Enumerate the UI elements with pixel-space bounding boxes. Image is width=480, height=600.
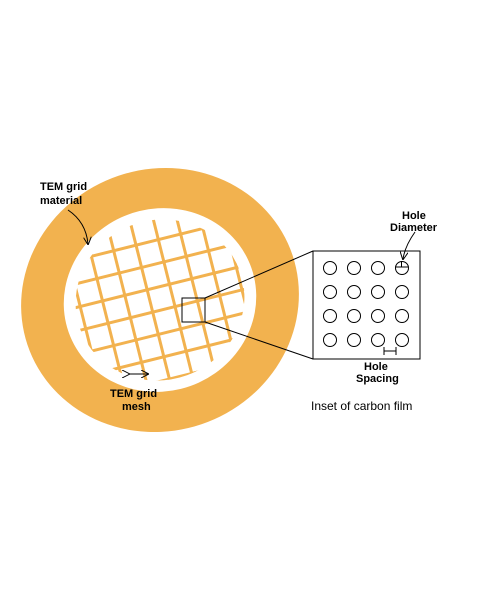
hole-diameter-label: Hole Diameter (390, 210, 438, 234)
carbon-film-holes (323, 261, 409, 347)
mesh-bar (52, 195, 134, 405)
carbon-film-hole (347, 261, 361, 275)
mesh-bar (52, 304, 268, 405)
hole-diameter-pointer (403, 231, 416, 259)
carbon-film-hole (395, 309, 409, 323)
carbon-film-hole (347, 285, 361, 299)
carbon-film-hole (347, 333, 361, 347)
carbon-film-hole (395, 285, 409, 299)
grid-material-pointer (67, 209, 88, 244)
mesh-bar (52, 195, 268, 293)
mesh-bar (167, 195, 268, 405)
mesh-bar (100, 195, 201, 405)
zoom-line-bottom (204, 321, 314, 360)
mesh-bar (122, 195, 223, 405)
carbon-film-hole (371, 261, 385, 275)
mesh-bar (52, 215, 268, 315)
zoom-line-top (204, 250, 314, 299)
mesh-bar (55, 195, 156, 405)
carbon-film-hole (371, 285, 385, 299)
carbon-film-hole (323, 309, 337, 323)
mesh-bar (189, 195, 268, 405)
mesh-bar (145, 195, 245, 405)
carbon-film-hole (395, 333, 409, 347)
carbon-film-hole (347, 309, 361, 323)
carbon-film-hole (323, 285, 337, 299)
selected-mesh-square (181, 297, 206, 323)
carbon-film-inset (312, 250, 421, 360)
grid-material-label: TEM grid material (40, 181, 90, 207)
mesh-bar (52, 237, 268, 338)
mesh-bar (52, 326, 268, 405)
carbon-film-hole (323, 261, 337, 275)
mesh-bar (52, 282, 268, 382)
inset-caption: Inset of carbon film (311, 399, 412, 413)
grid-mesh-label: TEM grid mesh (110, 388, 160, 413)
mesh-bar (78, 195, 178, 405)
carbon-film-hole (371, 333, 385, 347)
carbon-film-hole (371, 309, 385, 323)
carbon-film-hole (323, 333, 337, 347)
tem-grid-rim (21, 167, 299, 433)
hole-spacing-label: Hole Spacing (356, 361, 399, 385)
mesh-bar (52, 259, 268, 360)
